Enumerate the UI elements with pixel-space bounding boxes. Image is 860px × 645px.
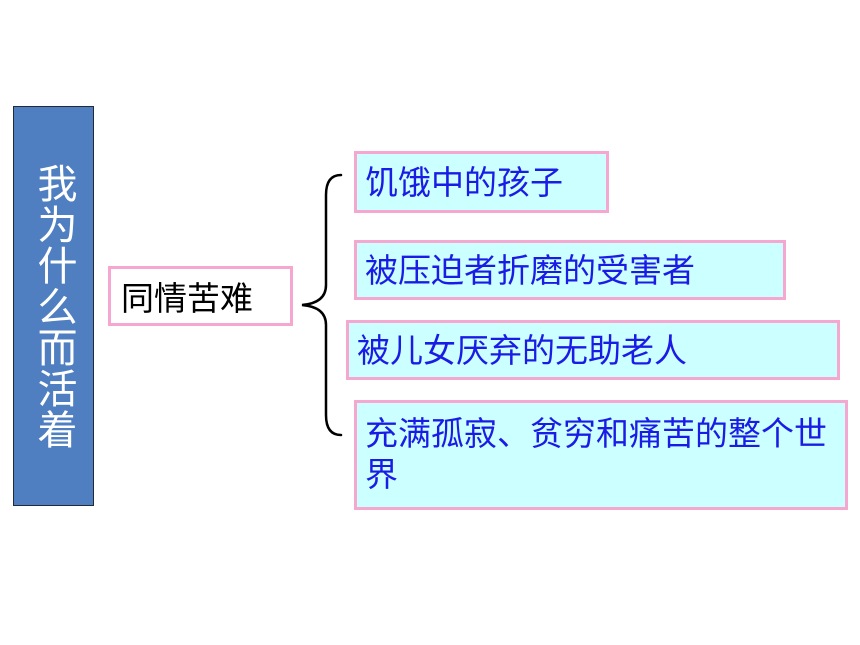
leaf-node-label: 被压迫者折磨的受害者 xyxy=(365,250,695,290)
branch-node-label: 同情苦难 xyxy=(121,279,253,318)
curly-brace-connector xyxy=(301,173,343,437)
branch-node: 同情苦难 xyxy=(108,266,293,326)
leaf-node: 被儿女厌弃的无助老人 xyxy=(346,320,840,380)
root-node: 我为什么而活着 xyxy=(13,106,94,506)
leaf-node-label: 被儿女厌弃的无助老人 xyxy=(357,330,687,370)
leaf-node: 被压迫者折磨的受害者 xyxy=(354,240,786,300)
leaf-node: 充满孤寂、贫穷和痛苦的整个世界 xyxy=(354,400,848,510)
root-node-label: 我为什么而活着 xyxy=(30,162,77,450)
leaf-node-label: 充满孤寂、贫穷和痛苦的整个世界 xyxy=(365,414,827,494)
leaf-node-label: 饥饿中的孩子 xyxy=(365,162,563,202)
leaf-node: 饥饿中的孩子 xyxy=(354,151,609,213)
